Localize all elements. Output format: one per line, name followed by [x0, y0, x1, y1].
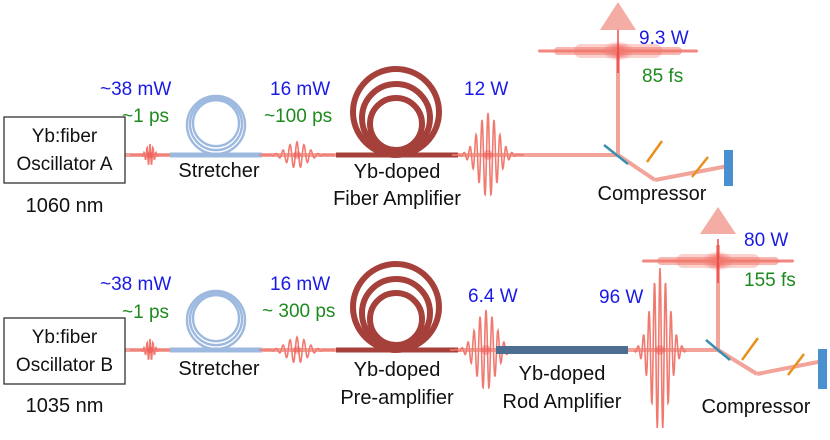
output-power-a: 9.3 W [639, 28, 689, 49]
output-duration-b: 155 fs [744, 270, 796, 291]
pulse-amplified-a [452, 112, 524, 197]
oscillator-label-a-line1: Yb:fiber [32, 126, 98, 147]
stretcher-ring [185, 94, 247, 156]
preamp-power-b: 6.4 W [468, 286, 518, 307]
osc-duration-a: ~1 ps [122, 106, 169, 127]
osc-duration-b: ~1 ps [122, 302, 169, 323]
stretched-power-b: 16 mW [270, 274, 330, 295]
beam-compressor-diagonal-a [616, 153, 657, 182]
compressed-pulse-b [642, 239, 794, 283]
pulse-waveform [259, 140, 335, 169]
oscillator-label-b-line1: Yb:fiber [32, 327, 98, 348]
pulse-core [481, 345, 491, 355]
pulse-core [293, 346, 301, 354]
stretcher-ring [191, 98, 241, 148]
pulse-waveform [633, 267, 687, 429]
pulse-waveform [130, 338, 170, 360]
stretcher-ring [188, 96, 244, 152]
compressor-grating-b1 [740, 337, 760, 361]
compressed-pulse-a [538, 29, 698, 73]
pulse-rod-b [633, 267, 687, 429]
stretched-power-a: 16 mW [270, 79, 330, 100]
compressor-mirror-a [603, 144, 629, 165]
stretcher-coil-a [185, 94, 247, 156]
osc-power-a: ~38 mW [100, 79, 171, 100]
rod-power-b: 96 W [599, 287, 643, 308]
stretcher-label-b: Stretcher [178, 358, 259, 380]
wavelength-label-a: 1060 nm [26, 195, 104, 217]
pulse-core [483, 150, 493, 160]
compressor-label-b: Compressor [702, 396, 811, 418]
beam-compressor-end-a [654, 164, 729, 182]
pulse-core [655, 345, 665, 355]
compressor-label-a: Compressor [598, 183, 707, 205]
wavelength-label-b: 1035 nm [26, 395, 104, 417]
amplifier-label-a-line2: Fiber Amplifier [333, 188, 461, 210]
stretcher-ring [185, 289, 247, 351]
compressor-mirror-b [705, 339, 731, 361]
pulse-core [146, 346, 154, 354]
pulse-oscillator-a [130, 143, 170, 165]
oscillator-box-a [3, 116, 126, 184]
preamp-label-b-line2: Pre-amplifier [340, 387, 454, 409]
rod-amplifier-b [496, 346, 628, 354]
stretched-duration-b: ~ 300 ps [262, 301, 335, 322]
stretcher-ring [191, 294, 241, 343]
pulse-waveform [452, 112, 524, 197]
amplifier-ring [367, 95, 425, 153]
pulse-stretched-b [259, 335, 335, 364]
osc-power-b: ~38 mW [100, 274, 171, 295]
stretcher-ring [188, 291, 244, 347]
compressor-grating-a2 [691, 156, 709, 178]
amplified-power-a: 12 W [464, 79, 508, 100]
pulse-waveform [259, 335, 335, 364]
amplifier-label-a-line1: Yb-doped [354, 161, 441, 183]
stretcher-coil-b [185, 289, 247, 351]
pulse-core [146, 151, 154, 159]
output-power-b: 80 W [744, 230, 788, 251]
preamp-label-b-line1: Yb-doped [354, 359, 441, 381]
compressor-end-mirror-a [724, 150, 733, 186]
compressor-end-mirror-b [818, 349, 827, 389]
oscillator-box-b [3, 317, 126, 385]
preamp-coil-b [350, 261, 442, 353]
oscillator-label-a-line2: Oscillator A [16, 154, 112, 175]
output-arrow-b [700, 207, 736, 234]
pulse-oscillator-b [130, 338, 170, 360]
oscillator-label-b-line2: Oscillator B [16, 355, 113, 376]
rod-label-b-line1: Yb-doped [519, 363, 606, 385]
pulse-stretched-a [259, 140, 335, 169]
amplifier-coil-a [350, 66, 442, 158]
pulse-waveform [130, 143, 170, 165]
output-arrow-a [600, 2, 636, 30]
amplifier-ring [367, 290, 425, 348]
compressor-grating-b2 [787, 353, 805, 376]
chain-b: Yb:fiber Oscillator B 1035 nm ~38 mW ~1 … [3, 207, 827, 429]
beam-compressor-end-b [756, 359, 824, 376]
stretched-duration-a: ~100 ps [264, 106, 332, 127]
chain-a: Yb:fiber Oscillator A 1060 nm ~38 mW ~1 … [3, 2, 733, 217]
pulse-core [293, 151, 301, 159]
rod-label-b-line2: Rod Amplifier [503, 391, 622, 413]
stretcher-label-a: Stretcher [178, 160, 259, 182]
compressor-grating-a1 [645, 140, 664, 163]
output-duration-a: 85 fs [642, 66, 683, 87]
